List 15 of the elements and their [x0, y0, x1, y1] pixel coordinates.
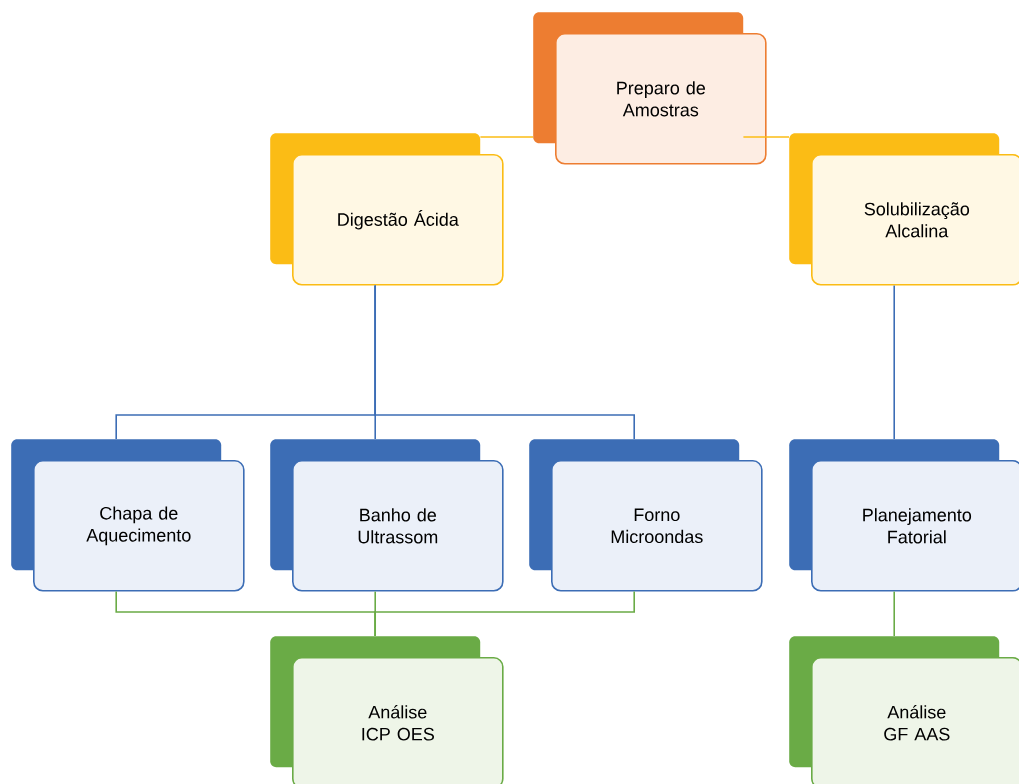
- connector-line: [374, 590, 635, 637]
- connector-line: [374, 284, 635, 440]
- process-box: Análise GF AAS: [789, 636, 1019, 784]
- connector-line: [893, 284, 895, 440]
- connector-line: [742, 136, 790, 138]
- process-box: Digestão Ácida: [270, 133, 504, 286]
- connector-line: [893, 590, 895, 637]
- process-box: Planejamento Fatorial: [789, 439, 1019, 592]
- process-box: Análise ICP OES: [270, 636, 504, 784]
- connector-line: [479, 136, 534, 138]
- process-box: Forno Microondas: [529, 439, 763, 592]
- process-box: Solubilização Alcalina: [789, 133, 1019, 286]
- process-box: Chapa de Aquecimento: [11, 439, 245, 592]
- process-box: Banho de Ultrassom: [270, 439, 504, 592]
- process-box: Preparo de Amostras: [533, 12, 767, 165]
